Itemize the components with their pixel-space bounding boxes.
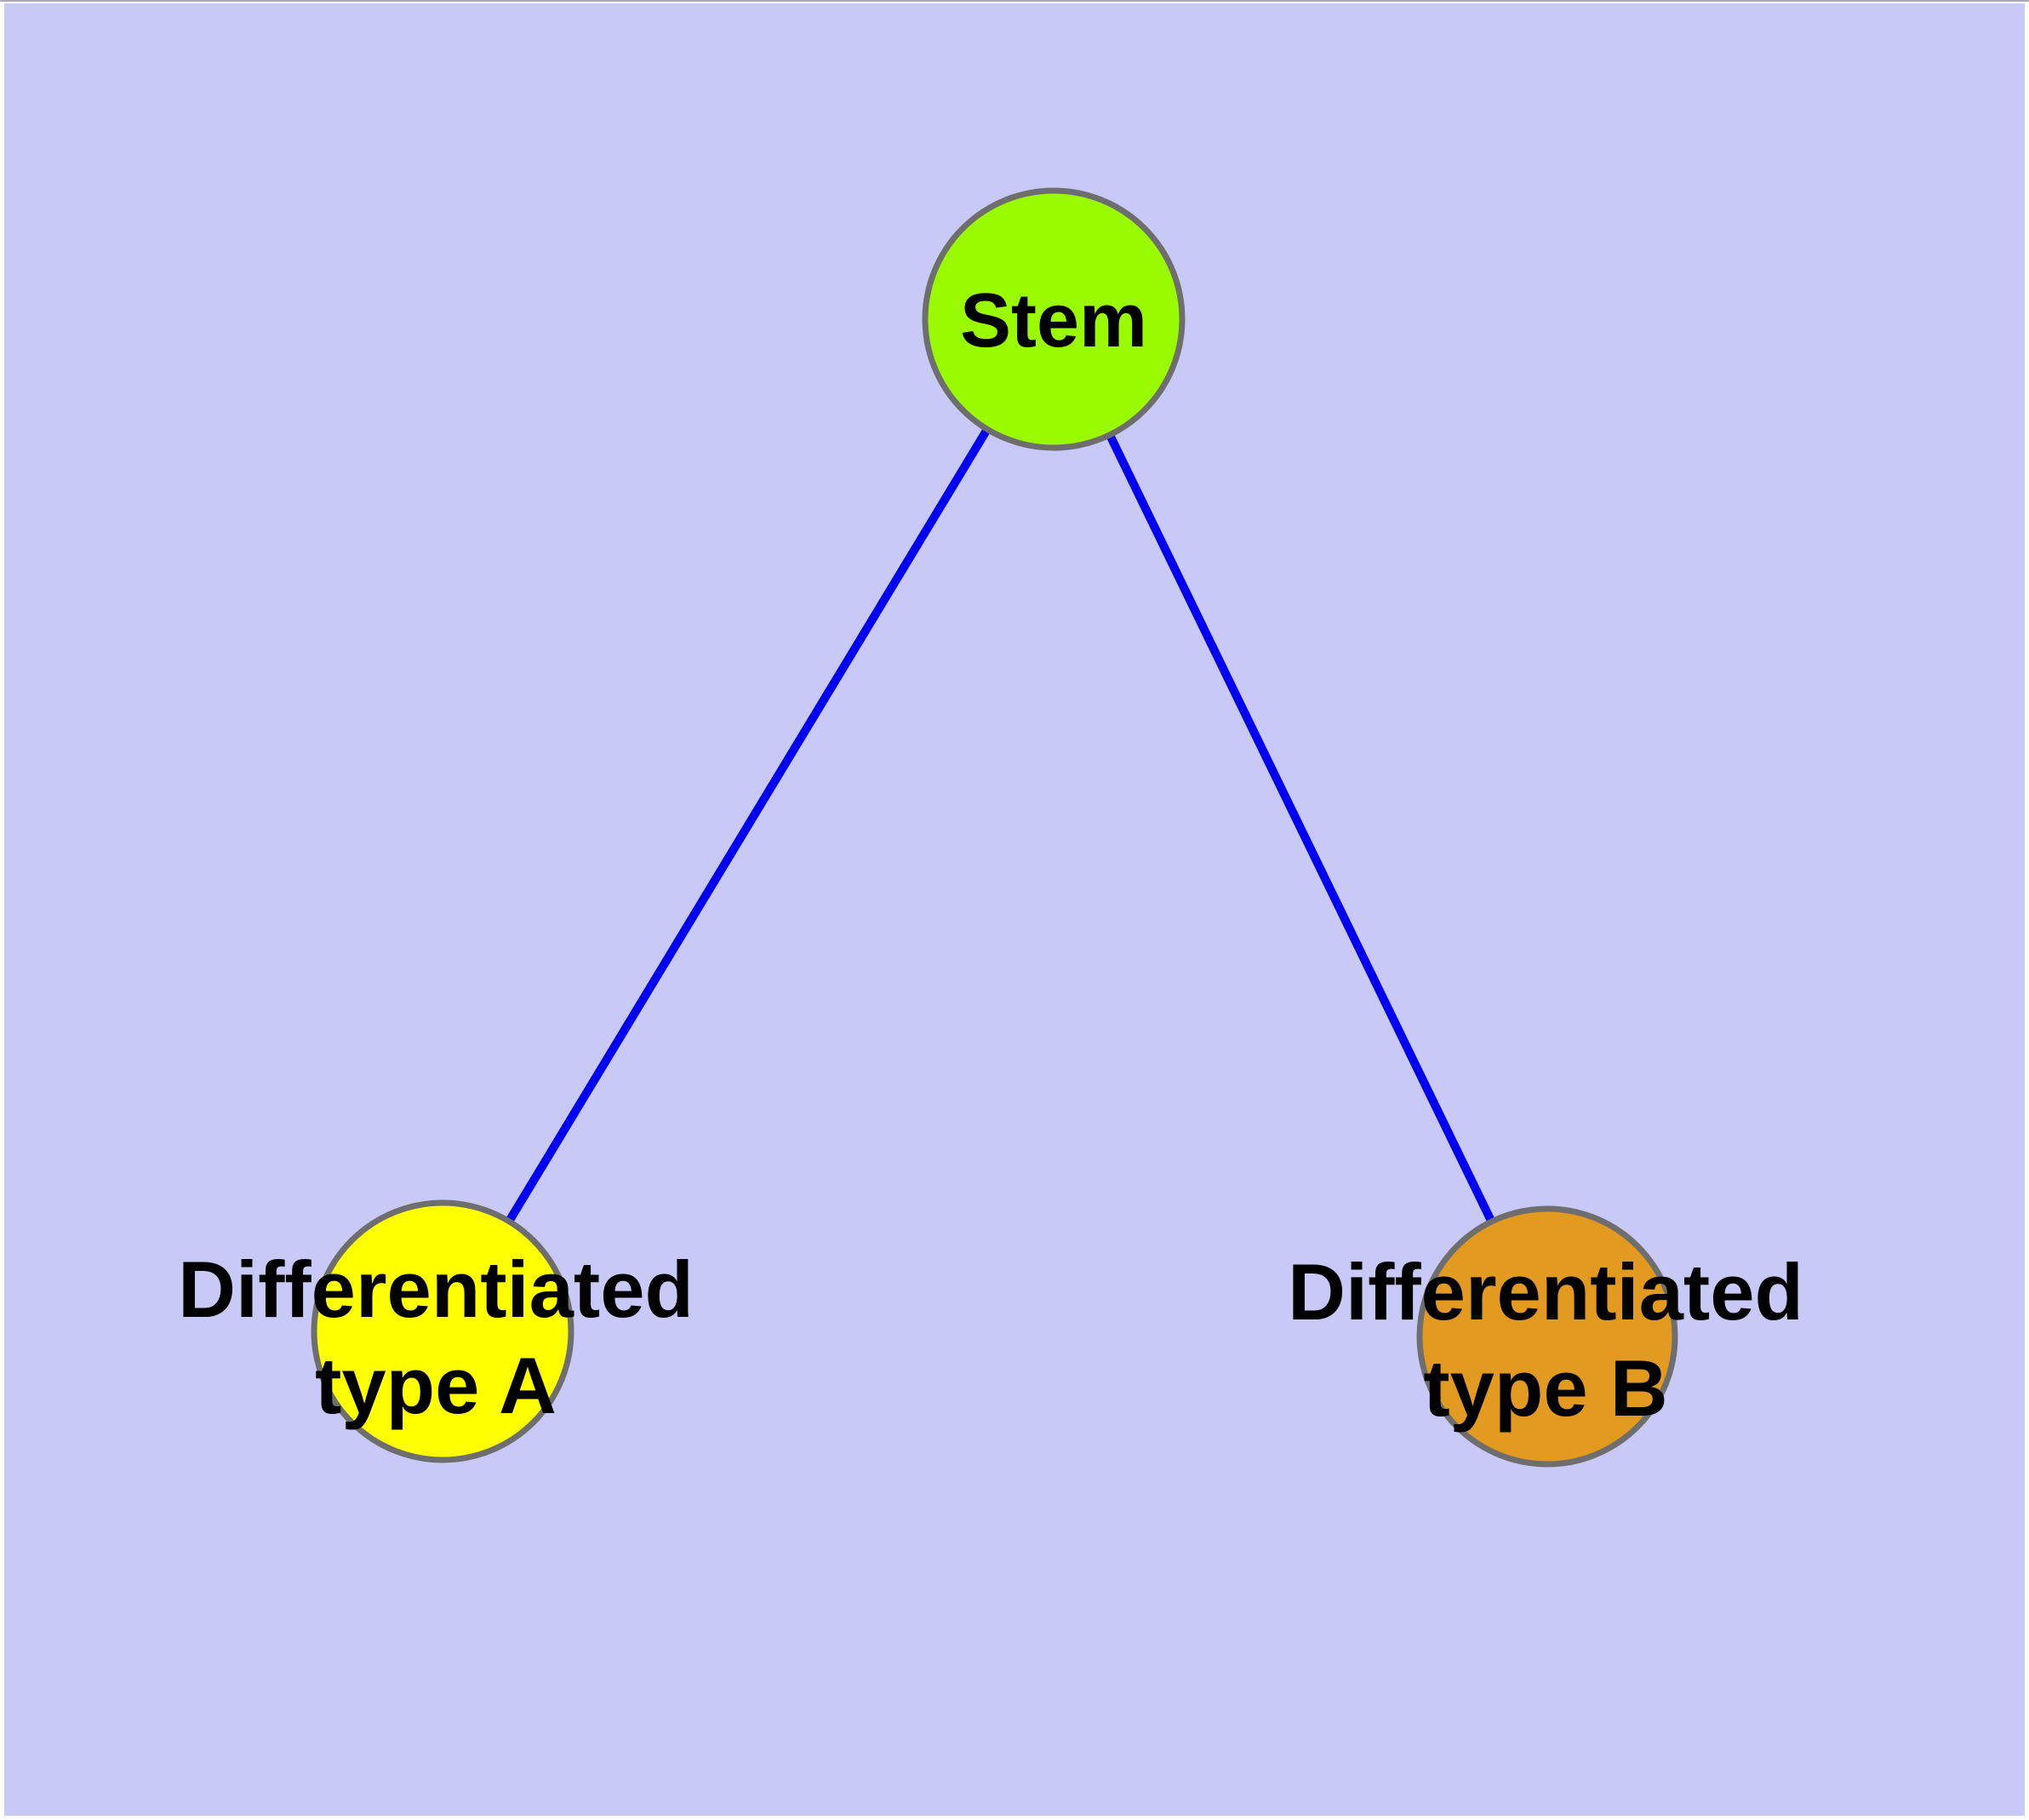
edge-stem-to-type-a: [438, 317, 1058, 1334]
label-line-1: Differentiated: [178, 1245, 694, 1335]
label-line-2: type B: [1423, 1343, 1668, 1433]
label-line-2: type A: [315, 1341, 557, 1430]
edge-stem-to-type-b: [1049, 317, 1552, 1339]
node-label-stem: Stem: [959, 278, 1148, 363]
label-line-1: Differentiated: [1288, 1247, 1803, 1337]
node-label-type-a: Differentiated type A: [178, 1242, 694, 1434]
top-hairline: [0, 0, 2029, 2]
node-differentiated-type-b: [1416, 1205, 1678, 1468]
node-differentiated-type-a: [311, 1199, 574, 1463]
node-stem: [922, 187, 1186, 451]
node-label-type-b: Differentiated type B: [1288, 1245, 1803, 1437]
